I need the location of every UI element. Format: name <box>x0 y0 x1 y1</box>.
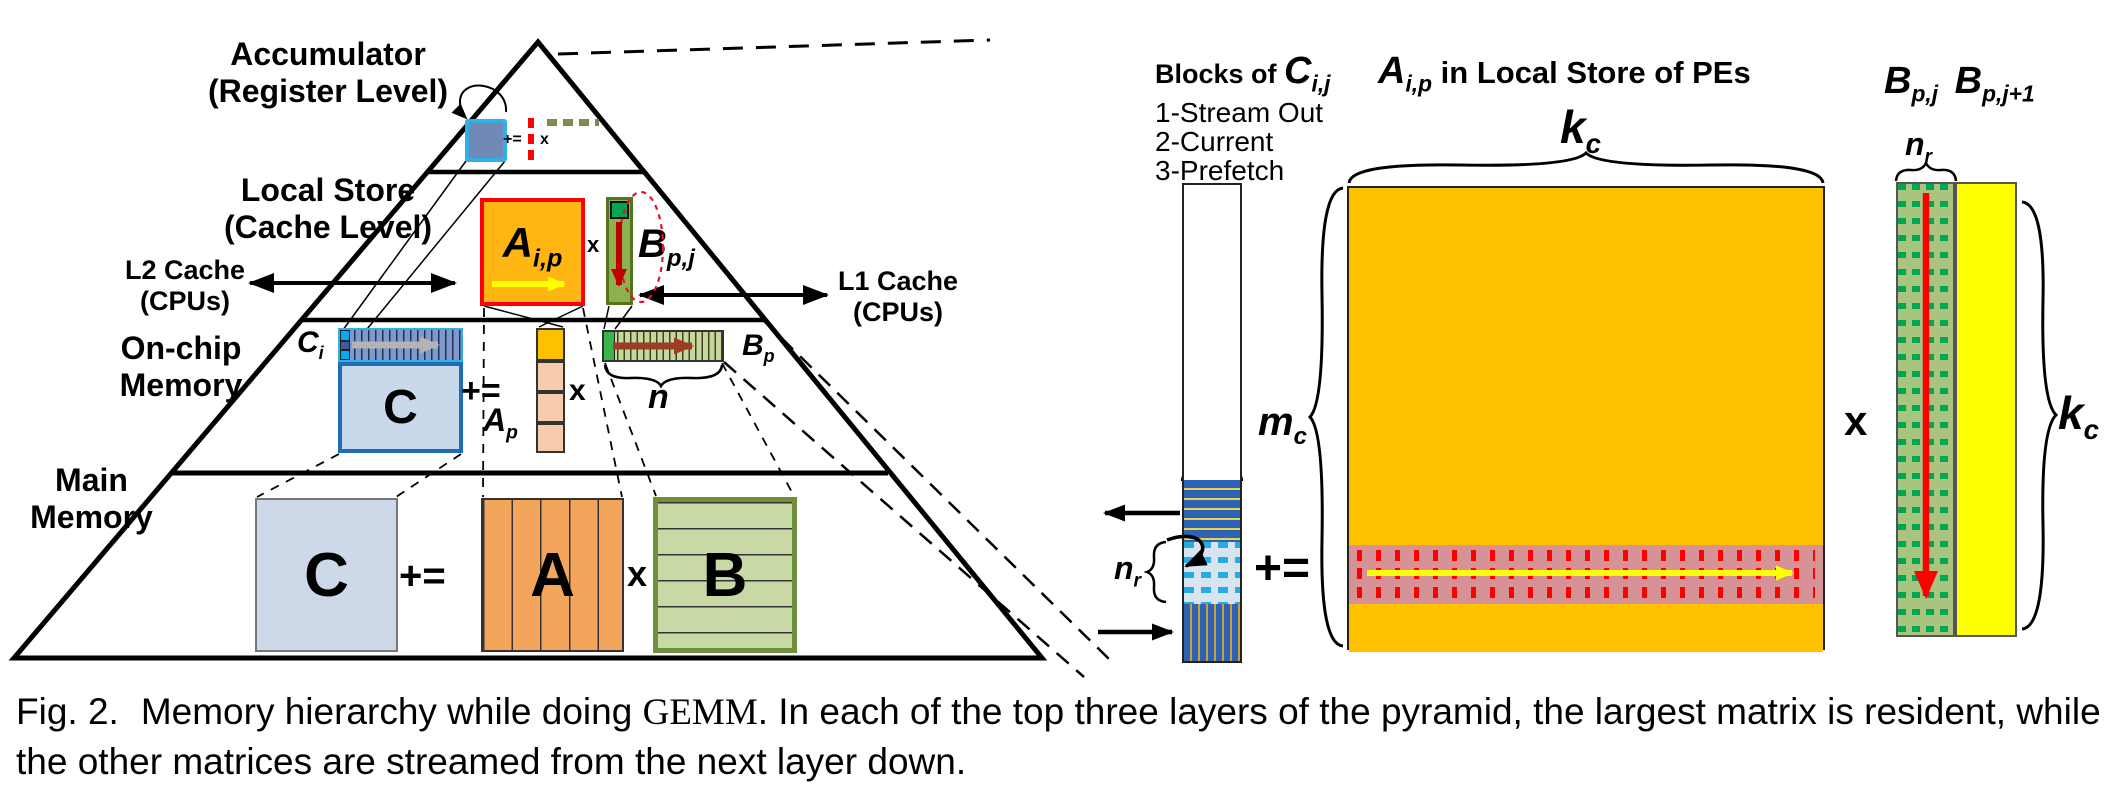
b-next-column <box>1955 182 2017 637</box>
kc-top-label: kc <box>1560 101 1601 160</box>
accumulator-register-block <box>465 119 507 162</box>
kc-top-brace <box>1347 150 1825 184</box>
b-row-dashes <box>547 119 599 126</box>
a-store-row <box>1349 604 1823 652</box>
figure-number: Fig. 2. <box>16 691 119 732</box>
a-ip-label: Ai,p <box>502 219 563 273</box>
a-store-row <box>1349 188 1823 247</box>
n-label: n <box>648 378 669 416</box>
localstore-times: x <box>587 232 600 257</box>
c-blocks-title: Blocks of Ci,j <box>1155 50 1331 97</box>
a-store-title: Ai,p in Local Store of PEs <box>1378 50 1751 97</box>
a-store-row <box>1349 305 1823 367</box>
c-i-cell-prefetch <box>340 350 350 360</box>
b-p-label: Bp <box>742 329 775 366</box>
mc-brace <box>1307 186 1344 648</box>
nr-b-label: nr <box>1905 126 1933 168</box>
b-panel-title: Bp,j Bp,j+1 <box>1884 60 2035 107</box>
n-brace <box>603 364 724 389</box>
right-times: x <box>1844 397 1868 444</box>
proj-register-to-ci-1 <box>339 160 467 335</box>
local-store-level-label: Local Store (Cache Level) <box>223 172 433 245</box>
l1-cache-label: L1 Cache (CPUs) <box>837 266 959 327</box>
accumulator-level-label: Accumulator (Register Level) <box>207 36 449 109</box>
kc-right-brace <box>2021 200 2059 631</box>
nr-mid-label: nr <box>1114 550 1142 592</box>
b-pj-current-cell <box>610 201 629 219</box>
c-i-row-panel <box>338 328 463 362</box>
dashed-projection-lines <box>256 307 795 498</box>
b-current-column <box>1896 182 1955 637</box>
legend-stream-out: 1-Stream Out <box>1155 97 1324 128</box>
b-pj-label: Bp,j <box>638 222 695 272</box>
l2-cache-label: L2 Cache (CPUs) <box>124 255 246 316</box>
b-p-current-cell <box>604 332 615 360</box>
figure-caption: Fig. 2.Memory hierarchy while doing GEMM… <box>16 691 2101 782</box>
c-i-cell-current <box>340 341 350 350</box>
c-i-cell-streamout <box>340 330 350 341</box>
a-store-row <box>1349 484 1823 547</box>
a-store-current-row <box>1349 545 1823 606</box>
blowup-dashed-2 <box>723 361 1085 678</box>
b-main-matrix: B <box>653 497 797 653</box>
a-ip-matrix: Ai,p <box>480 198 585 306</box>
current-row-dashes <box>1357 568 1815 579</box>
a-p-label: Ap <box>483 402 518 444</box>
proj-aip-to-ap-2 <box>538 305 584 328</box>
a-store-row <box>1349 245 1823 307</box>
a-main-matrix: A <box>481 498 624 652</box>
c-main-matrix: C <box>255 498 398 652</box>
mc-label: mc <box>1258 400 1307 450</box>
onchip-level-label: On-chip Memory <box>119 330 243 403</box>
a-store-row <box>1349 365 1823 426</box>
main-memory-level-label: Main Memory <box>30 462 153 535</box>
c-block-current <box>1184 542 1240 604</box>
proj-aip-to-ap-1 <box>483 305 564 328</box>
kc-right-label: kc <box>2058 387 2099 446</box>
c-onchip-matrix: C <box>338 362 463 453</box>
nr-b-brace <box>1894 160 1958 182</box>
a-p-cell-current <box>536 328 565 361</box>
blowup-dashed-1 <box>762 319 1111 661</box>
proj-bpj-to-bp-1 <box>603 305 610 330</box>
proj-bpj-to-bp-2 <box>614 305 633 330</box>
current-row-dashes <box>1357 587 1815 598</box>
main-plus-equals: += <box>399 554 446 598</box>
register-plus-equals: += <box>503 131 522 148</box>
onchip-plus-equals: += <box>461 372 501 410</box>
a-column-dashes <box>528 118 534 166</box>
c-block-stream-out <box>1184 480 1240 542</box>
a-store-matrix <box>1347 186 1825 652</box>
c-blocks-column <box>1182 183 1242 663</box>
a-p-cell <box>536 392 565 423</box>
c-i-label: Ci <box>297 326 324 363</box>
register-times: x <box>540 131 549 148</box>
proj-register-to-ci-2 <box>348 160 506 352</box>
current-row-dashes <box>1357 550 1815 561</box>
gemm-term: GEMM <box>642 692 758 733</box>
b-p-panel <box>602 330 724 362</box>
main-times: x <box>627 553 648 594</box>
a-p-strip <box>536 328 565 453</box>
nr-mid-brace <box>1143 540 1167 604</box>
c-block-prefetch <box>1184 604 1240 661</box>
right-plus-equals: += <box>1254 542 1311 595</box>
apex-dashed-line <box>557 38 991 56</box>
a-p-cell <box>536 423 565 453</box>
a-p-cell <box>536 361 565 392</box>
pyramid-outline <box>8 38 1048 661</box>
legend-prefetch: 3-Prefetch <box>1155 155 1285 186</box>
onchip-times: x <box>569 374 586 407</box>
accumulator-loop-arrow <box>451 84 508 120</box>
a-store-row <box>1349 424 1823 486</box>
legend-current: 2-Current <box>1155 126 1274 157</box>
